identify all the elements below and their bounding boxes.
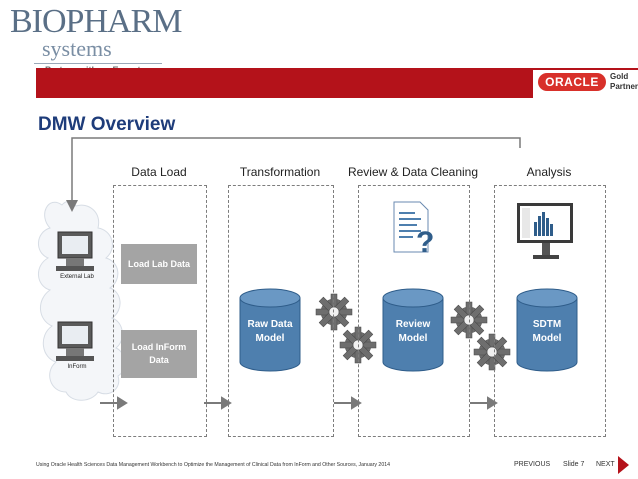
footer-caption: Using Oracle Health Sciences Data Manage… (36, 462, 390, 468)
raw-data-model-label: Raw Data Model (240, 318, 300, 346)
next-arrow-icon[interactable] (618, 456, 629, 474)
review-model-label: Review Model (383, 318, 443, 346)
load-lab-data-label: Load Lab Data (127, 258, 190, 269)
partner-level: Gold Partner (610, 72, 638, 92)
svg-text:?: ? (416, 226, 434, 259)
partner-level-partner: Partner (610, 82, 638, 91)
feedback-loop-line (71, 137, 521, 205)
external-lab-computer-icon (56, 231, 94, 271)
raw-data-label-1: Raw Data (247, 319, 293, 330)
sdtm-model-cylinder (516, 288, 578, 372)
stage-title-data-load: Data Load (131, 165, 187, 179)
sdtm-label-1: SDTM (532, 319, 562, 330)
document-question-icon: ? (393, 201, 434, 259)
sdtm-label-2: Model (532, 333, 562, 344)
logo-divider (34, 63, 162, 64)
load-inform-label-1: Load InForm (131, 342, 187, 352)
load-inform-label-2: Data (149, 355, 169, 365)
logo-brand: BIOPHARM (10, 3, 182, 40)
stage-box-data-load (113, 185, 207, 437)
previous-link[interactable]: PREVIOUS (514, 461, 551, 468)
page-title: DMW Overview (38, 114, 176, 135)
cloud-shape (38, 200, 125, 401)
gear-icon-1 (315, 293, 353, 331)
analysis-monitor-icon (517, 203, 573, 259)
stage-title-review: Review & Data Cleaning (347, 165, 479, 179)
raw-data-model-cylinder (239, 288, 301, 372)
sdtm-model-label: SDTM Model (517, 318, 577, 346)
external-lab-label: External Lab (60, 274, 94, 280)
partner-level-gold: Gold (610, 72, 629, 81)
stage-box-transformation (228, 185, 334, 437)
stage-box-review (358, 185, 470, 437)
stage-title-analysis: Analysis (526, 165, 572, 179)
stage-box-analysis (494, 185, 606, 437)
review-label-1: Review (395, 319, 431, 330)
feedback-arrow-head (66, 200, 78, 212)
inform-label: InForm (67, 364, 87, 370)
raw-data-label-2: Model (255, 333, 285, 344)
next-link[interactable]: NEXT (596, 461, 615, 468)
oracle-logo: ORACLE (538, 73, 606, 91)
gear-icon-4 (473, 333, 511, 371)
load-inform-data-box: Load InForm Data (121, 330, 197, 378)
flow-arrow-2-head (221, 396, 232, 410)
load-lab-data-box: Load Lab Data (121, 244, 197, 284)
flow-arrow-4-head (487, 396, 498, 410)
flow-arrow-1-head (117, 396, 128, 410)
review-label-2: Model (398, 333, 428, 344)
inform-computer-icon (56, 321, 94, 361)
slide-number: Slide 7 (563, 461, 585, 468)
review-model-cylinder (382, 288, 444, 372)
flow-arrow-3-head (351, 396, 362, 410)
stage-title-transformation: Transformation (239, 165, 321, 179)
logo-systems: systems (42, 36, 112, 61)
